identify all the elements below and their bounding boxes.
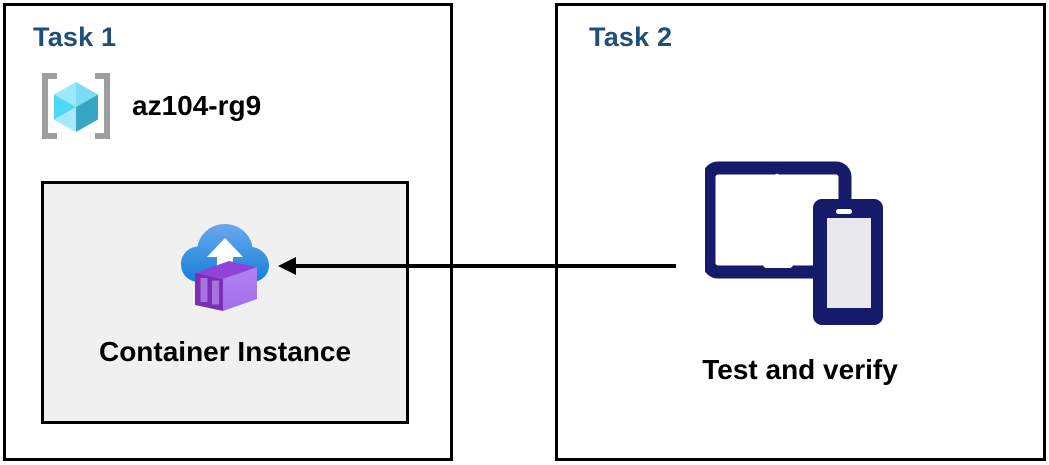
container-instance-box: Container Instance bbox=[41, 181, 409, 424]
flow-arrow bbox=[278, 257, 676, 275]
panel-title-task-2: Task 2 bbox=[589, 22, 673, 52]
panel-title-task-1: Task 1 bbox=[33, 22, 117, 52]
resource-group-cube-icon bbox=[34, 64, 118, 148]
test-and-verify-group: Test and verify bbox=[655, 160, 945, 386]
container-instance-icon bbox=[173, 210, 277, 314]
container-instance-label: Container Instance bbox=[98, 336, 352, 367]
resource-group-label: az104-rg9 bbox=[132, 90, 262, 121]
test-and-verify-label: Test and verify bbox=[702, 354, 898, 385]
panel-task-2: Task 2 bbox=[555, 3, 1046, 461]
devices-tablet-phone-icon bbox=[705, 160, 895, 340]
panel-task-1: Task 1 bbox=[3, 3, 453, 461]
resource-group-row: az104-rg9 bbox=[34, 64, 261, 148]
